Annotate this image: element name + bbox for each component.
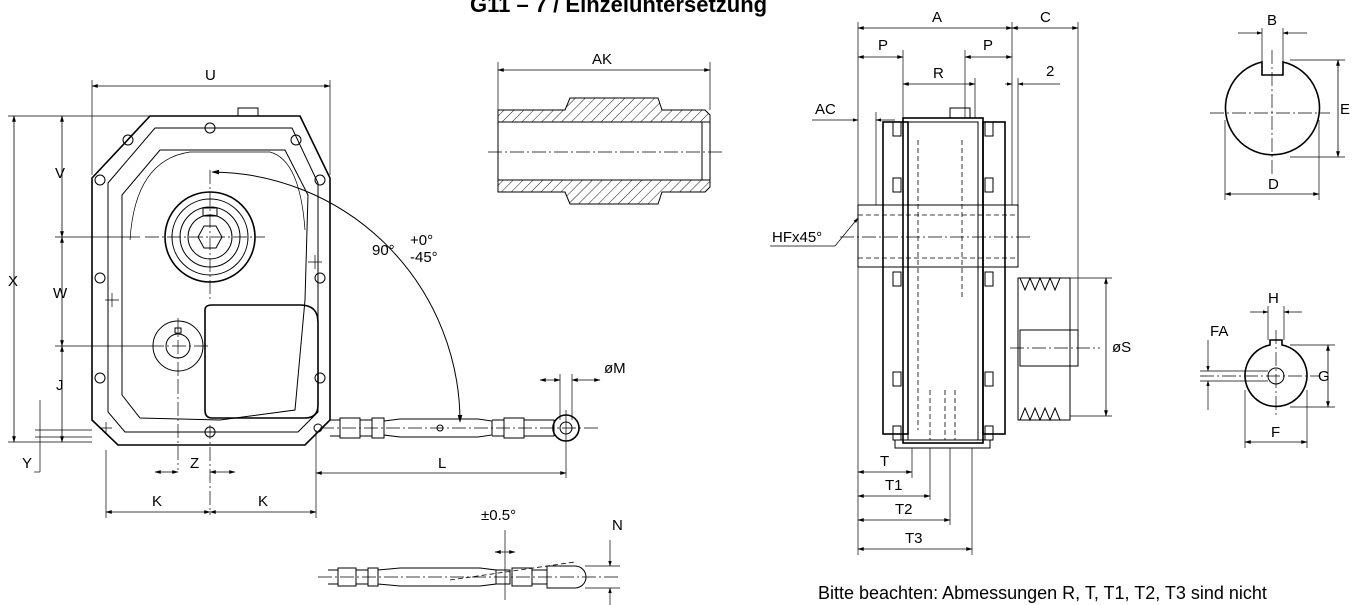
dim-label-N: N xyxy=(612,517,623,534)
tolerance-label: ±0.5° xyxy=(481,507,516,524)
drawing-title: G11 – 7 / Einzeluntersetzung xyxy=(470,0,767,17)
dim-label-Z: Z xyxy=(190,455,199,472)
dim-label-E: E xyxy=(1340,101,1350,118)
angle-plus-label: +0° xyxy=(410,232,433,249)
dim-label-V: V xyxy=(55,165,65,182)
side-view: øS A C P P R 2 AC HFx45° xyxy=(770,9,1131,555)
dim-label-B: B xyxy=(1267,12,1277,29)
dim-label-A: A xyxy=(932,9,942,26)
dim-label-2: 2 xyxy=(1046,63,1054,80)
dim-label-FA: FA xyxy=(1210,323,1228,340)
housing-outline xyxy=(91,115,331,446)
dim-label-HF: HFx45° xyxy=(772,229,822,246)
dim-label-K2: K xyxy=(258,493,268,510)
dim-label-U: U xyxy=(205,67,216,84)
dimension-note: Bitte beachten: Abmessungen R, T, T1, T2… xyxy=(818,583,1267,603)
torque-arm-detail: ±0.5° N xyxy=(318,507,623,605)
dim-label-W: W xyxy=(53,285,68,302)
dim-label-G: G xyxy=(1318,368,1330,385)
angle-minus-label: -45° xyxy=(410,249,438,266)
dim-label-K1: K xyxy=(152,493,162,510)
dim-label-Y: Y xyxy=(22,455,32,472)
keyway-small: H FA G F xyxy=(1200,290,1335,448)
dim-label-P2: P xyxy=(983,37,993,54)
dim-label-AK: AK xyxy=(592,51,612,68)
dim-label-AC: AC xyxy=(815,101,836,118)
dim-label-H: H xyxy=(1268,290,1279,307)
dim-label-T3: T3 xyxy=(905,530,923,547)
dim-label-T1: T1 xyxy=(885,477,903,494)
dim-label-F: F xyxy=(1271,424,1280,441)
dim-label-T2: T2 xyxy=(895,501,913,518)
dim-label-P1: P xyxy=(878,37,888,54)
angle-label: 90° xyxy=(372,242,395,259)
dim-label-X: X xyxy=(8,273,18,290)
dim-label-J: J xyxy=(56,377,64,394)
front-view: U X V W J Y Z K K xyxy=(8,67,626,605)
dim-label-R: R xyxy=(933,65,944,82)
dim-label-S: øS xyxy=(1112,339,1131,356)
dim-label-D: D xyxy=(1268,176,1279,193)
shaft-section: AK xyxy=(488,51,722,205)
dim-label-M: øM xyxy=(604,360,626,377)
dim-label-T: T xyxy=(880,453,889,470)
keyway-large: B E D xyxy=(1210,12,1350,200)
dim-label-C: C xyxy=(1040,9,1051,26)
dim-label-L: L xyxy=(438,455,446,472)
